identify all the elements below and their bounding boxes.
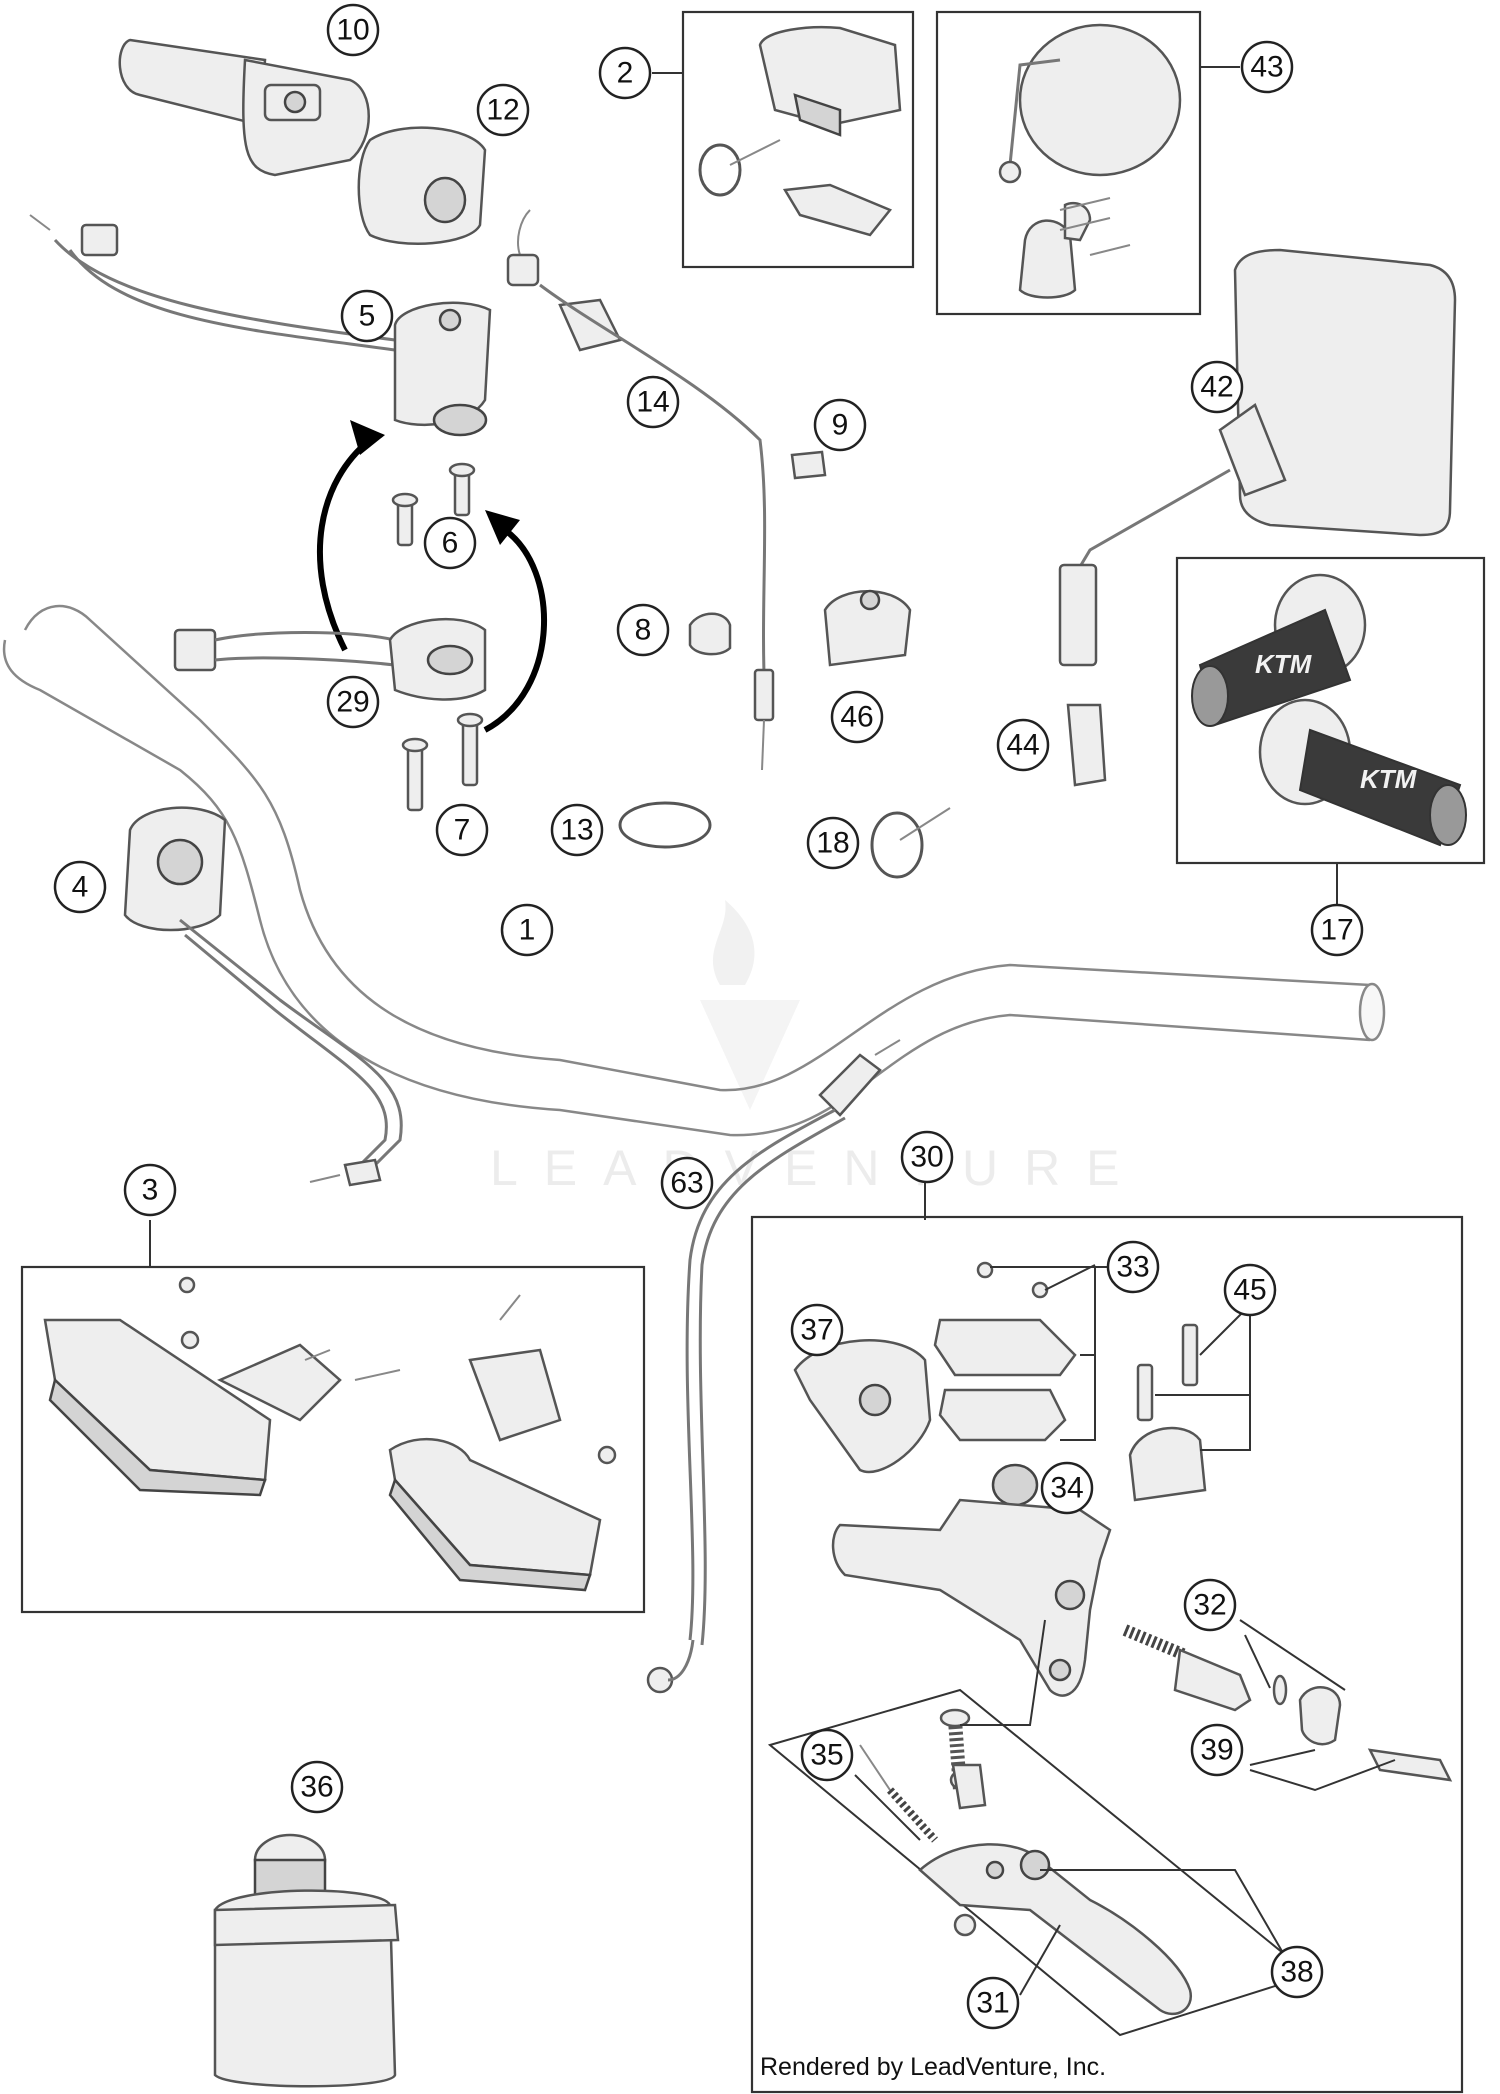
switch-housing-bottom [173, 617, 487, 701]
svg-text:37: 37 [800, 1314, 833, 1347]
svg-text:17: 17 [1320, 914, 1353, 947]
o-ring-13 [618, 801, 712, 849]
screws-6 [391, 462, 476, 547]
grip-brand-top: KTM [1255, 649, 1313, 679]
callout-6[interactable]: 6 [423, 516, 477, 570]
svg-text:39: 39 [1200, 1734, 1233, 1767]
callout-14[interactable]: 14 [626, 375, 680, 429]
callout-33[interactable]: 33 [1106, 1240, 1160, 1294]
callouts: 10 12 2 43 5 14 9 42 6 8 29 46 44 17 7 1… [53, 3, 1364, 2030]
callout-12[interactable]: 12 [476, 83, 530, 137]
watermark-text: LEADVENTURE [490, 1140, 1146, 1196]
callout-30[interactable]: 30 [900, 1130, 954, 1184]
svg-text:9: 9 [832, 409, 849, 442]
callout-36[interactable]: 36 [290, 1760, 344, 1814]
switch-housing-top [393, 301, 492, 437]
svg-text:42: 42 [1200, 371, 1233, 404]
callout-31[interactable]: 31 [966, 1976, 1020, 2030]
callout-63[interactable]: 63 [660, 1156, 714, 1210]
svg-text:6: 6 [442, 527, 459, 560]
screws-7 [401, 712, 484, 812]
svg-text:5: 5 [359, 300, 376, 333]
svg-text:33: 33 [1116, 1251, 1149, 1284]
svg-text:29: 29 [336, 686, 369, 719]
svg-text:30: 30 [910, 1141, 943, 1174]
leader-lines [149, 66, 1396, 1996]
svg-text:3: 3 [142, 1174, 159, 1207]
switch-wiring [29, 214, 396, 352]
callout-4[interactable]: 4 [53, 860, 107, 914]
svg-text:12: 12 [486, 94, 519, 127]
svg-text:14: 14 [636, 386, 669, 419]
mirror-42 [1058, 248, 1457, 667]
throttle-cover [357, 126, 487, 245]
callout-43[interactable]: 43 [1240, 40, 1294, 94]
callout-2[interactable]: 2 [598, 46, 652, 100]
grip-top: KTM [1191, 573, 1367, 727]
grip-brand-bottom: KTM [1360, 764, 1418, 794]
callout-18[interactable]: 18 [806, 816, 860, 870]
callout-8[interactable]: 8 [616, 603, 670, 657]
callout-7[interactable]: 7 [435, 803, 489, 857]
assembly-arrows [316, 420, 548, 733]
svg-text:7: 7 [454, 814, 471, 847]
callout-39[interactable]: 39 [1190, 1723, 1244, 1777]
grip-bottom: KTM [1258, 698, 1467, 847]
footer-credit: Rendered by LeadVenture, Inc. [760, 2053, 1106, 2081]
adapter-44 [1066, 703, 1107, 787]
callout-32[interactable]: 32 [1183, 1578, 1237, 1632]
svg-text:63: 63 [670, 1167, 703, 1200]
callout-29[interactable]: 29 [326, 675, 380, 729]
svg-text:2: 2 [617, 57, 634, 90]
clip-8 [688, 612, 732, 656]
svg-text:13: 13 [560, 814, 593, 847]
callout-17[interactable]: 17 [1310, 903, 1364, 957]
svg-text:46: 46 [840, 701, 873, 734]
box-2 [681, 10, 915, 269]
svg-text:35: 35 [810, 1739, 843, 1772]
callout-13[interactable]: 13 [550, 803, 604, 857]
svg-text:44: 44 [1006, 729, 1039, 762]
clamp-46 [823, 589, 912, 667]
svg-text:32: 32 [1193, 1589, 1226, 1622]
callout-1[interactable]: 1 [500, 903, 554, 957]
callout-10[interactable]: 10 [326, 3, 380, 57]
callout-37[interactable]: 37 [790, 1303, 844, 1357]
svg-text:43: 43 [1250, 51, 1283, 84]
callout-9[interactable]: 9 [813, 398, 867, 452]
svg-text:31: 31 [976, 1987, 1009, 2020]
box-3 [20, 1265, 646, 1614]
svg-text:36: 36 [300, 1771, 333, 1804]
callout-3[interactable]: 3 [123, 1163, 177, 1217]
cable-tie-18 [870, 807, 951, 879]
callout-44[interactable]: 44 [996, 718, 1050, 772]
cap-9 [790, 450, 827, 480]
svg-text:45: 45 [1233, 1274, 1266, 1307]
throttle-grip [118, 38, 370, 177]
callout-35[interactable]: 35 [800, 1728, 854, 1782]
callout-46[interactable]: 46 [830, 690, 884, 744]
svg-text:10: 10 [336, 14, 369, 47]
svg-text:8: 8 [635, 614, 652, 647]
svg-text:4: 4 [72, 871, 89, 904]
svg-text:18: 18 [816, 827, 849, 860]
svg-text:1: 1 [519, 914, 536, 947]
svg-text:38: 38 [1280, 1956, 1313, 1989]
handlebar-end [1358, 982, 1386, 1042]
brake-fluid-36 [213, 1833, 400, 2088]
box-43 [935, 10, 1202, 316]
box-17: KTM KTM [1175, 556, 1486, 865]
callout-34[interactable]: 34 [1040, 1461, 1094, 1515]
callout-45[interactable]: 45 [1223, 1263, 1277, 1317]
brake-hose-63 [646, 1039, 901, 1694]
callout-5[interactable]: 5 [340, 289, 394, 343]
part-4 [123, 806, 403, 1187]
box-30 [750, 1215, 1464, 2094]
throttle-cable [506, 209, 775, 771]
watermark: LEADVENTURE [490, 900, 1146, 1196]
callout-42[interactable]: 42 [1190, 360, 1244, 414]
svg-text:34: 34 [1050, 1472, 1083, 1505]
callout-38[interactable]: 38 [1270, 1945, 1324, 1999]
